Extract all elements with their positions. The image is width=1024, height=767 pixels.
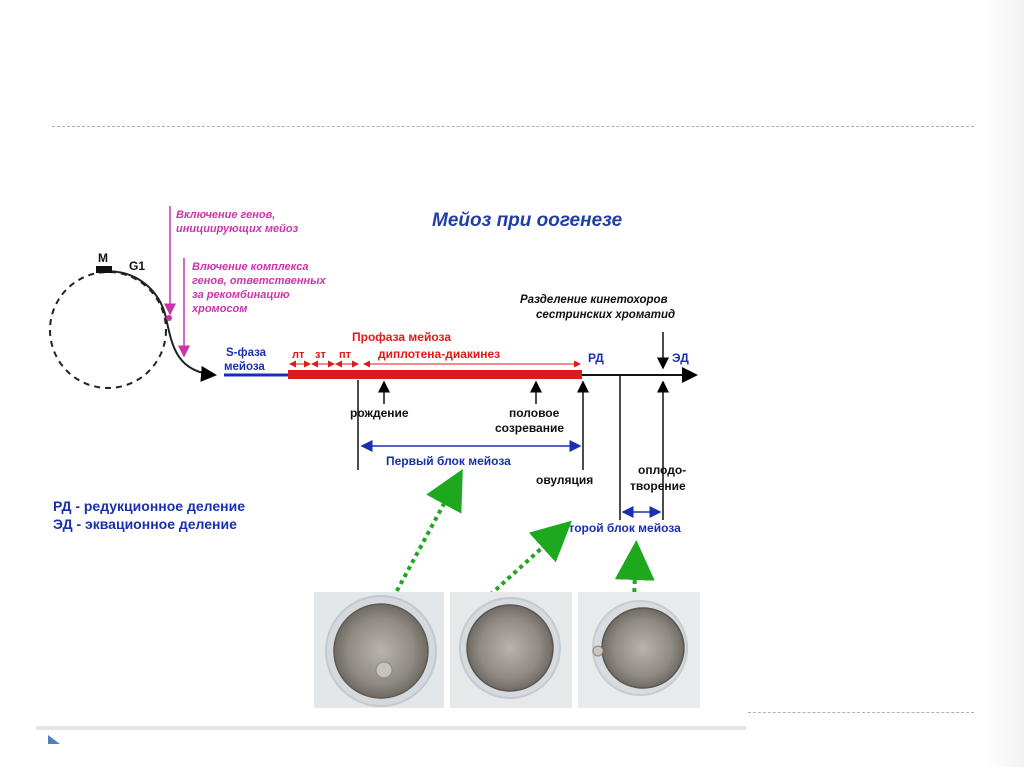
prophase-label: Профаза мейоза [352, 330, 451, 344]
gene-note-2-line-1: Влючение комплекса [192, 261, 308, 273]
bottom-bar [36, 726, 746, 730]
gene-note-1-line-2: инициирующих мейоз [176, 223, 299, 235]
zygotene-label: зт [315, 349, 326, 361]
ed-label: ЭД [672, 351, 689, 365]
legend-ed: ЭД - эквационное деление [53, 516, 237, 532]
second-block-label: Второй блок мейоза [560, 521, 681, 535]
ovulation-label: овуляция [536, 473, 593, 487]
kinetochore-note-line-2: сестринских хроматид [536, 309, 675, 321]
legend-rd: РД - редукционное деление [53, 498, 245, 514]
m-label: M [98, 251, 108, 265]
oocyte-photo-2 [450, 592, 572, 708]
diagram-title: Мейоз при оогенезе [432, 210, 623, 231]
leptotene-label: лт [292, 349, 305, 361]
green-arrow-2 [488, 520, 572, 597]
g1-label: G1 [129, 259, 145, 273]
oocyte-photo-1 [314, 592, 444, 708]
pachytene-label: пт [339, 349, 352, 361]
corner-triangle-icon [48, 735, 60, 744]
gene-note-1-line-1: Включение генов, [176, 209, 275, 221]
s-phase-label-2: мейоза [224, 361, 265, 373]
bottom-divider [748, 712, 974, 713]
green-arrow-1 [391, 468, 463, 599]
birth-label: рождение [350, 406, 409, 420]
s-phase-label-1: S-фаза [226, 347, 267, 359]
fertilization-label-2: творение [630, 479, 686, 493]
fertilization-label-1: оплодо- [638, 463, 686, 477]
top-divider [52, 126, 974, 127]
first-block-label: Первый блок мейоза [386, 454, 511, 468]
green-arrow-3 [614, 540, 655, 601]
cell-cycle-circle [49, 271, 167, 389]
gene-point-dot [166, 315, 172, 321]
gene-note-2-line-2: генов, ответственных [192, 275, 327, 287]
prophase-bar [288, 370, 582, 379]
gene-note-2-line-4: хромосом [191, 303, 247, 315]
right-shadow [984, 0, 1024, 767]
puberty-label-2: созревание [495, 421, 564, 435]
kinetochore-note-line-1: Разделение кинетохоров [520, 294, 668, 306]
rd-label: РД [588, 351, 604, 365]
gene-note-2-line-3: за рекомбинацию [192, 289, 290, 301]
exit-to-meiosis-path [165, 317, 217, 382]
oocyte-photo-3 [578, 592, 700, 708]
puberty-label-1: половое [509, 406, 560, 420]
diplotene-label: диплотена-диакинез [378, 347, 500, 361]
m-phase-mark [96, 266, 112, 273]
